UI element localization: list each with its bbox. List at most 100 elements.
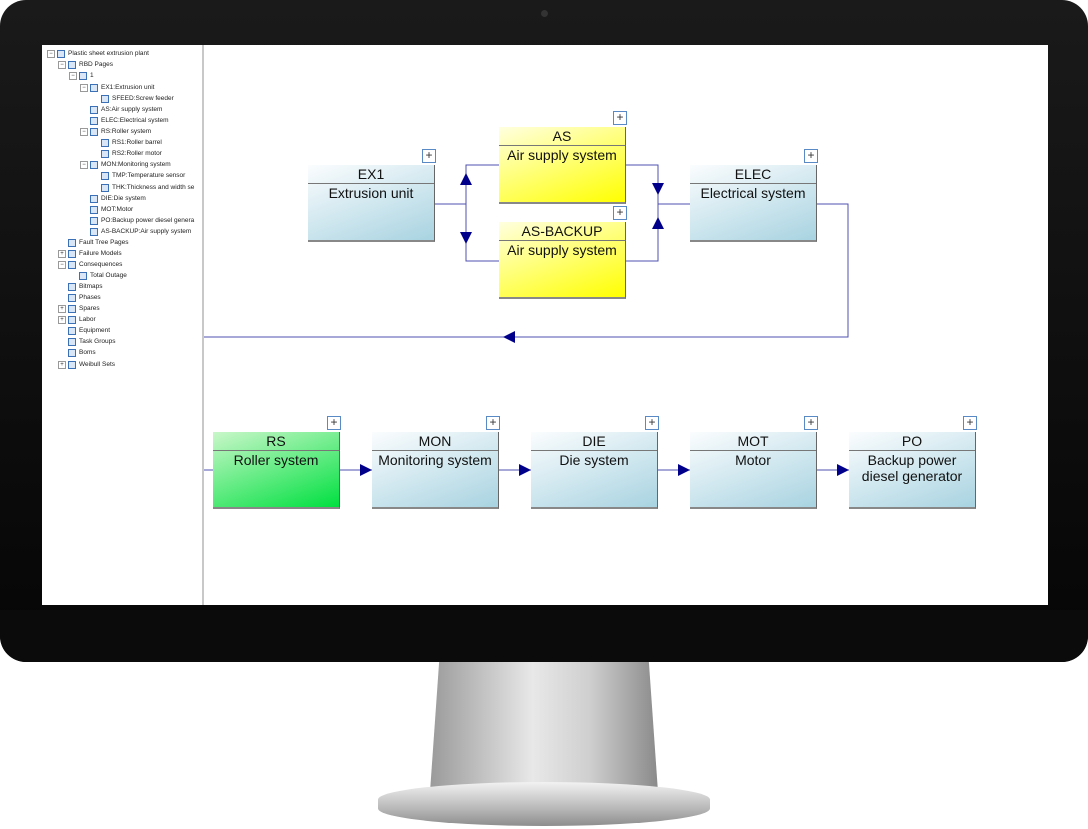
tree-node[interactable]: AS-BACKUP:Air supply system (80, 226, 191, 237)
tree-node-label: TMP:Temperature sensor (112, 172, 186, 179)
connector (626, 164, 659, 262)
tree-node[interactable]: Boms (58, 347, 96, 358)
tree-node[interactable]: TMP:Temperature sensor (91, 170, 185, 181)
tree-node-label: Plastic sheet extrusion plant (68, 50, 149, 57)
node-icon (90, 105, 98, 114)
block-name: Die system (559, 452, 629, 468)
tree-node[interactable]: − MON:Monitoring system (80, 159, 171, 170)
tree-node-label: MON:Monitoring system (101, 161, 171, 168)
screen: −Plastic sheet extrusion plant−RBD Pages… (42, 45, 1048, 605)
tree-node-label: Bitmaps (79, 283, 103, 290)
monitor-base (378, 782, 710, 826)
tree-node[interactable]: DIE:Die system (80, 193, 146, 204)
tree-node-label: EX1:Extrusion unit (101, 84, 155, 91)
node-icon (68, 238, 76, 247)
expand-toggle[interactable]: + (58, 304, 66, 313)
tree-node[interactable]: MOT:Motor (80, 204, 133, 215)
tree-node-label: RBD Pages (79, 61, 113, 68)
tree-node[interactable]: + Failure Models (58, 248, 122, 259)
node-icon (68, 260, 76, 269)
expand-block-button[interactable]: + (613, 111, 627, 125)
block-name: Air supply system (507, 147, 617, 163)
expand-block-button[interactable]: + (804, 149, 818, 163)
expand-toggle[interactable]: + (58, 249, 66, 258)
expand-block-button[interactable]: + (645, 416, 659, 430)
expand-toggle[interactable]: − (47, 49, 55, 58)
tree-node[interactable]: PO:Backup power diesel genera (80, 215, 194, 226)
tree-node[interactable]: Equipment (58, 325, 110, 336)
tree-node[interactable]: − Plastic sheet extrusion plant (47, 48, 149, 59)
tree-node-label: RS:Roller system (101, 128, 152, 135)
expand-block-button[interactable]: + (613, 206, 627, 220)
expand-block-button[interactable]: + (327, 416, 341, 430)
tree-node[interactable]: SFEED:Screw feeder (91, 93, 174, 104)
expand-toggle[interactable]: − (80, 83, 88, 92)
arrow-icon (519, 464, 531, 476)
block-name: Extrusion unit (328, 185, 414, 201)
node-icon (79, 71, 87, 80)
arrow-icon (460, 232, 472, 244)
tree-node[interactable]: ELEC:Electrical system (80, 115, 169, 126)
tree-node[interactable]: + Spares (58, 303, 100, 314)
expand-toggle[interactable]: + (58, 315, 66, 324)
block-name: Motor (735, 452, 771, 468)
node-icon (68, 293, 76, 302)
expand-toggle[interactable]: + (58, 360, 66, 369)
tree-node-label: Failure Models (79, 250, 122, 257)
expand-block-button[interactable]: + (804, 416, 818, 430)
tree-node-label: Weibull Sets (79, 361, 116, 368)
arrow-icon (460, 173, 472, 185)
node-icon (68, 304, 76, 313)
project-tree[interactable]: −Plastic sheet extrusion plant−RBD Pages… (42, 45, 204, 605)
tree-node[interactable]: Fault Tree Pages (58, 237, 129, 248)
tree-node[interactable]: +Labor (58, 314, 96, 325)
expand-toggle[interactable]: − (69, 71, 77, 80)
node-icon (90, 194, 98, 203)
expand-toggle[interactable]: − (58, 60, 66, 69)
expand-toggle[interactable]: − (80, 127, 88, 136)
tree-node[interactable]: AS:Air supply system (80, 104, 162, 115)
block-name: Roller system (233, 452, 319, 468)
tree-node-label: Spares (79, 305, 100, 312)
node-icon (101, 171, 109, 180)
tree-node[interactable]: Total Outage (69, 270, 127, 281)
tree-node[interactable]: −1 (69, 70, 94, 81)
arrow-icon (837, 464, 849, 476)
tree-node-label: DIE:Die system (101, 195, 146, 202)
tree-node-label: Total Outage (90, 272, 127, 279)
tree-node[interactable]: Phases (58, 292, 101, 303)
tree-node[interactable]: Task Groups (58, 336, 116, 347)
tree-node[interactable]: RS2:Roller motor (91, 148, 162, 159)
tree-node[interactable]: + Weibull Sets (58, 359, 115, 370)
expand-toggle[interactable]: − (80, 160, 88, 169)
tree-node[interactable]: − EX1:Extrusion unit (80, 82, 154, 93)
arrow-icon (360, 464, 372, 476)
tree-node[interactable]: −Consequences (58, 259, 122, 270)
node-icon (90, 160, 98, 169)
node-icon (57, 49, 65, 58)
monitor-chin (0, 610, 1088, 662)
node-icon (90, 83, 98, 92)
expand-block-button[interactable]: + (486, 416, 500, 430)
tree-node[interactable]: THK:Thickness and width se (91, 182, 194, 193)
block-id: AS-BACKUP (499, 222, 625, 241)
expand-block-button[interactable]: + (963, 416, 977, 430)
tree-node-label: THK:Thickness and width se (112, 184, 195, 191)
expand-toggle[interactable]: − (58, 260, 66, 269)
tree-node[interactable]: − RS:Roller system (80, 126, 151, 137)
tree-node[interactable]: RS1:Roller barrel (91, 137, 162, 148)
tree-node[interactable]: − RBD Pages (58, 59, 113, 70)
node-icon (90, 127, 98, 136)
expand-block-button[interactable]: + (422, 149, 436, 163)
tree-node[interactable]: Bitmaps (58, 281, 102, 292)
